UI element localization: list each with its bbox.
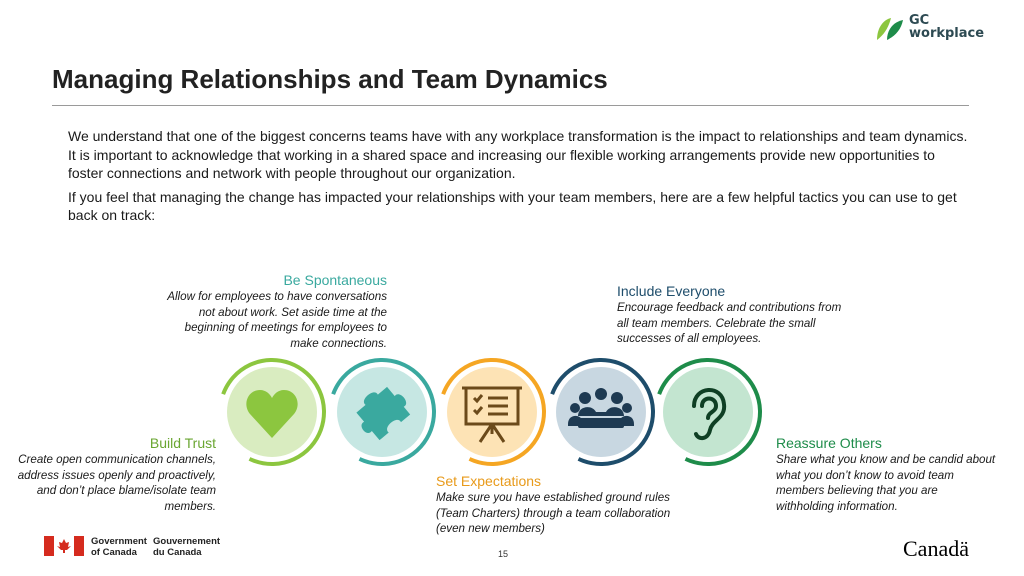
puzzle-piece-icon xyxy=(356,386,411,441)
canada-flag-icon xyxy=(44,536,84,556)
gov-en-line-1: Government xyxy=(91,536,147,547)
tactic-heading: Include Everyone xyxy=(617,283,726,299)
circle-include-everyone xyxy=(547,358,655,466)
intro-paragraph-2: If you feel that managing the change has… xyxy=(68,188,957,224)
tactic-heading: Reassure Others xyxy=(776,435,882,451)
tactic-description: Allow for employees to have conversation… xyxy=(167,290,387,350)
tactic-heading: Build Trust xyxy=(149,435,216,451)
title-divider xyxy=(52,105,969,106)
circle-build-trust xyxy=(218,358,326,466)
logo-line-1: GC xyxy=(909,13,930,28)
gc-workplace-logo: GC workplace xyxy=(873,14,984,46)
intro-paragraph-1: We understand that one of the biggest co… xyxy=(68,128,968,181)
page-title: Managing Relationships and Team Dynamics xyxy=(52,64,608,94)
gov-fr: Gouvernement du Canada xyxy=(153,536,220,558)
tactic-include-everyone: Include Everyone Encourage feedback and … xyxy=(617,282,842,347)
gov-en: Government of Canada xyxy=(91,536,147,558)
logo-line-2: workplace xyxy=(909,26,985,41)
tactic-set-expectations: Set Expectations Make sure you have esta… xyxy=(436,472,672,537)
gov-fr-line-2: du Canada xyxy=(153,547,202,558)
group-meeting-icon xyxy=(568,388,634,428)
tactic-description: Share what you know and be candid about … xyxy=(776,453,996,513)
ear-icon xyxy=(692,388,727,441)
leaf-logo-icon xyxy=(877,18,903,40)
page-number: 15 xyxy=(498,549,509,559)
intro-text: We understand that one of the biggest co… xyxy=(68,127,968,230)
tactic-heading: Set Expectations xyxy=(436,473,542,489)
gov-en-line-2: of Canada xyxy=(91,547,137,558)
tactic-build-trust: Build Trust Create open communication ch… xyxy=(16,434,216,514)
gov-fr-line-1: Gouvernement xyxy=(153,536,221,547)
logo-wordmark: GC workplace xyxy=(909,14,984,40)
tactic-description: Encourage feedback and contributions fro… xyxy=(617,301,842,345)
tactic-reassure-others: Reassure Others Share what you know and … xyxy=(776,434,996,514)
circle-be-spontaneous xyxy=(328,358,436,466)
presentation-board-icon xyxy=(462,386,522,443)
circle-set-expectations xyxy=(438,358,546,466)
circle-reassure-others xyxy=(654,357,762,466)
tactic-heading: Be Spontaneous xyxy=(283,272,387,288)
tactic-be-spontaneous: Be Spontaneous Allow for employees to ha… xyxy=(160,271,387,351)
heart-icon xyxy=(246,390,298,438)
tactic-description: Create open communication channels, addr… xyxy=(17,453,216,513)
tactic-description: Make sure you have established ground ru… xyxy=(436,491,671,535)
canada-wordmark: Canadä xyxy=(903,536,969,561)
